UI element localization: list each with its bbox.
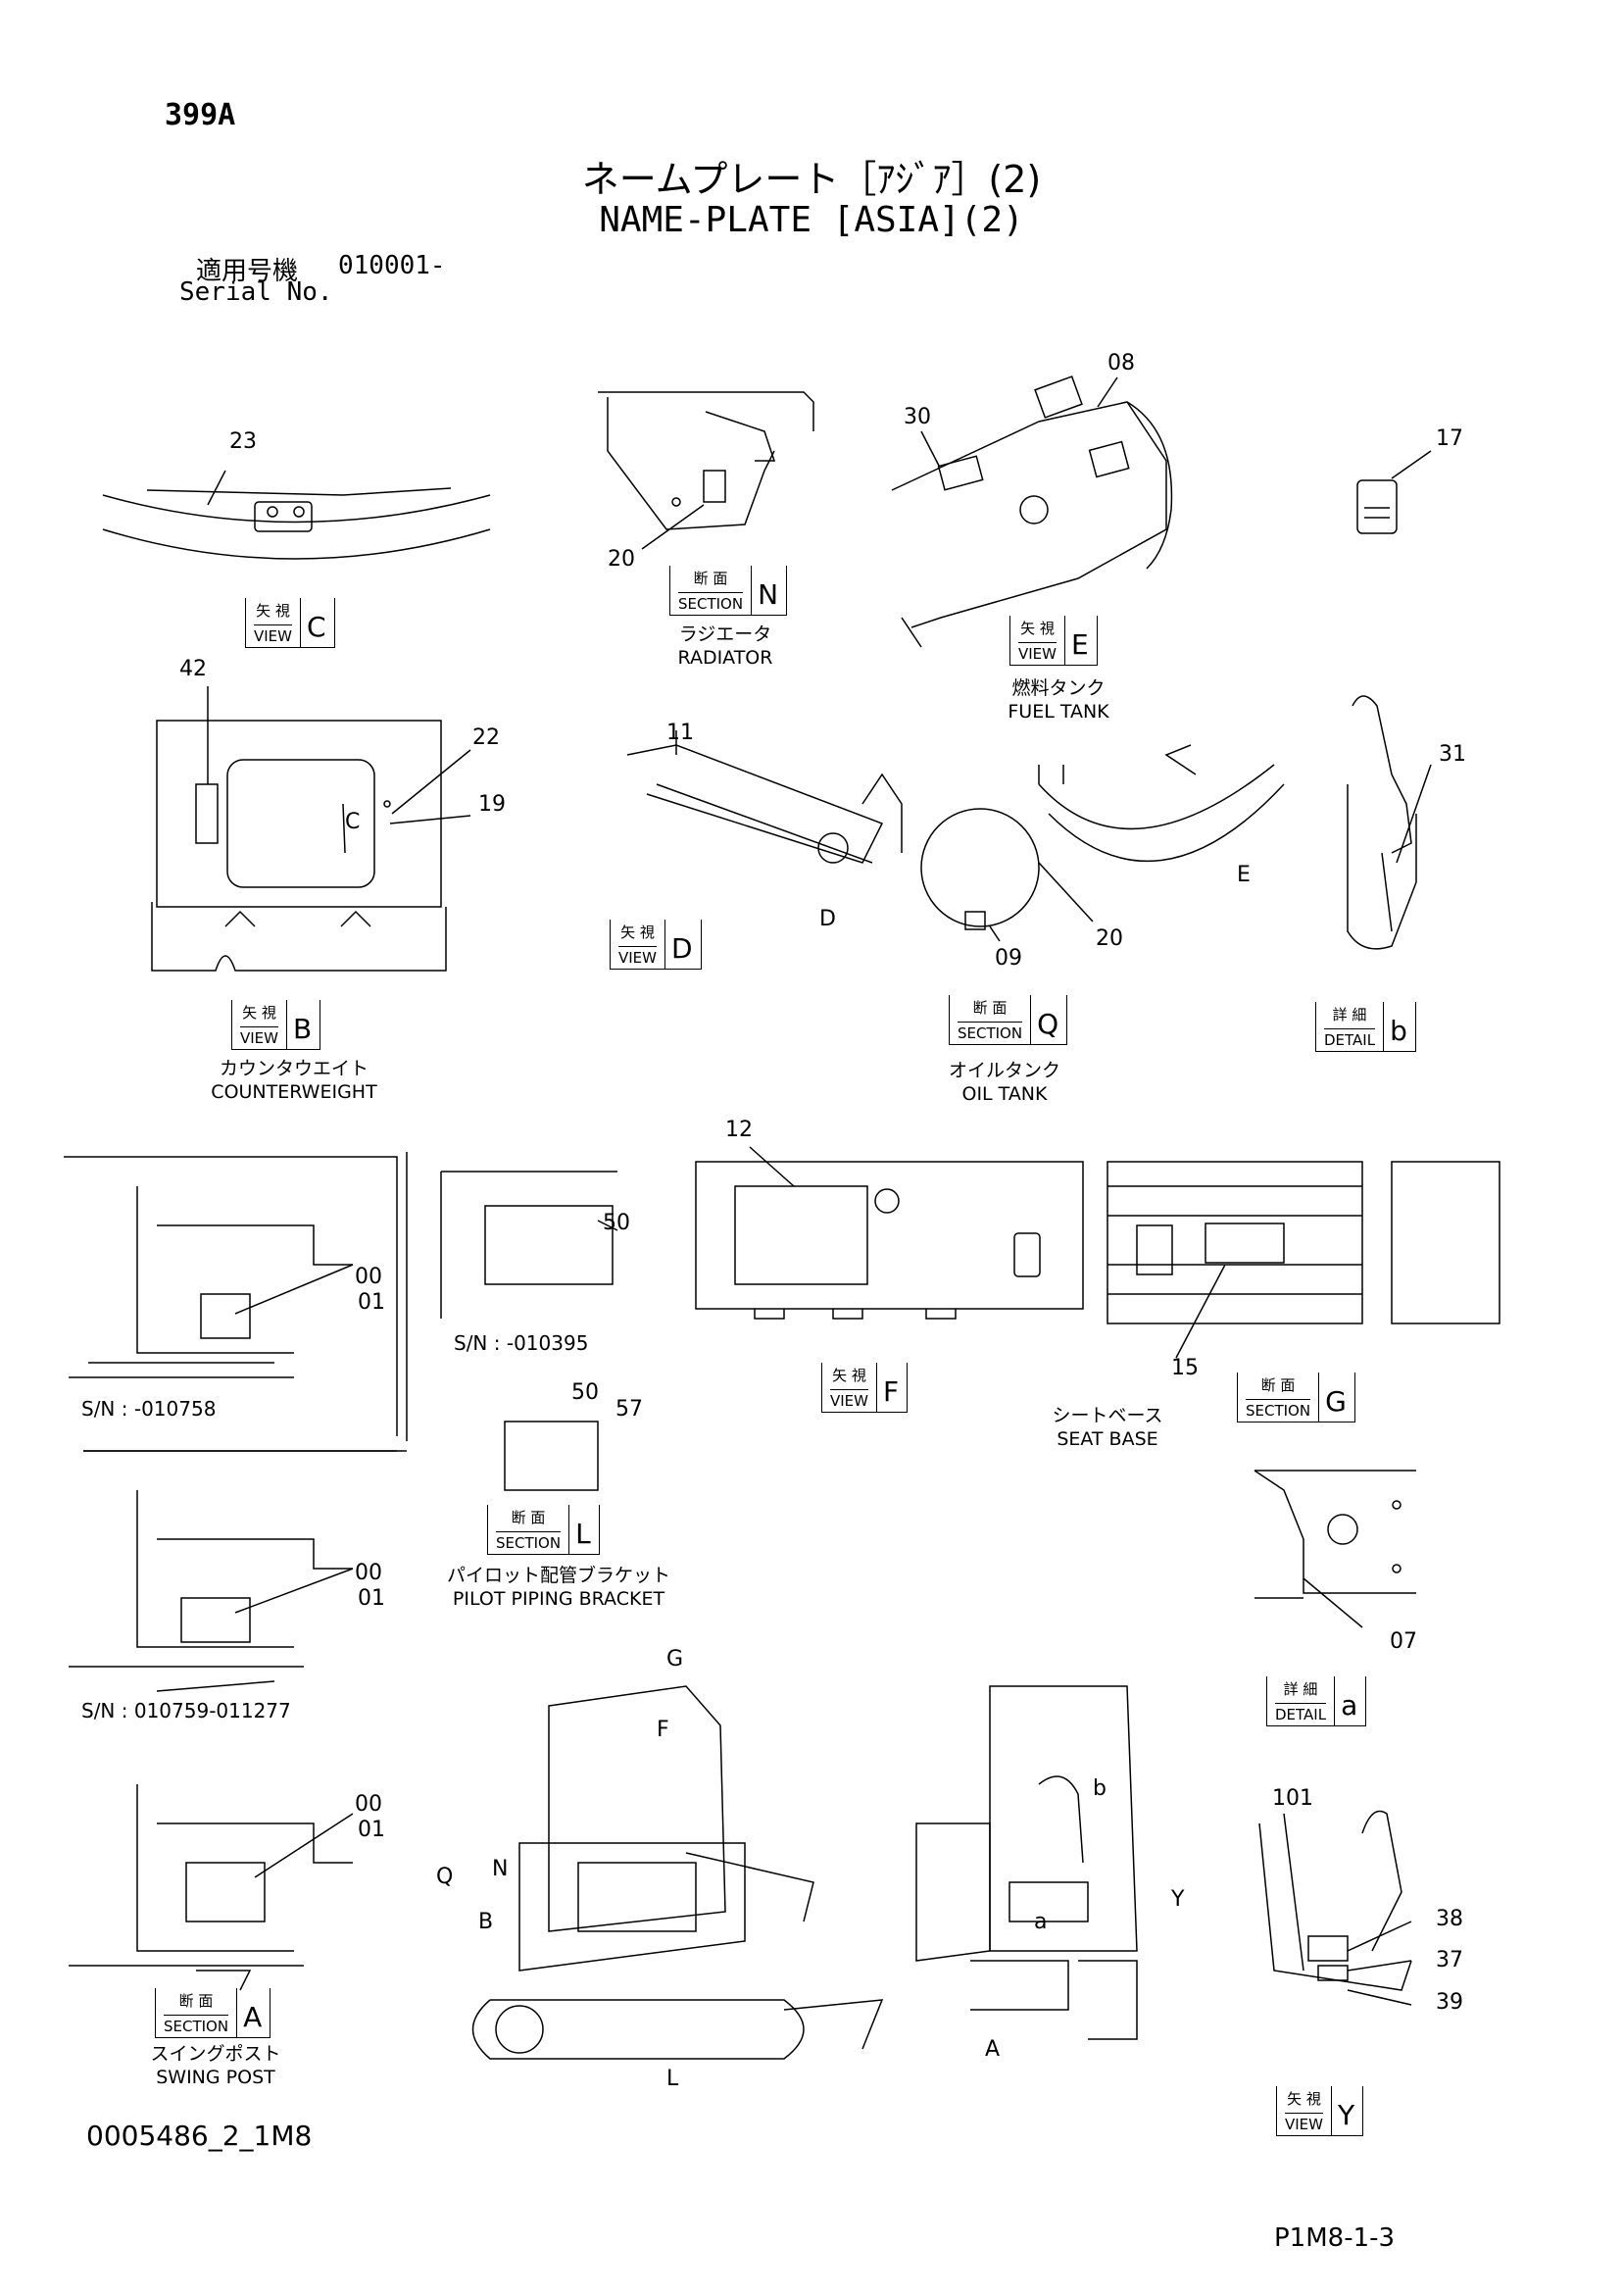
detail-17-drawing: [1357, 451, 1431, 533]
callout-11: 11: [666, 721, 694, 745]
callout-17: 17: [1436, 426, 1463, 451]
callout-50b: 50: [571, 1380, 599, 1405]
detail-b-drawing: [1348, 696, 1431, 949]
callout-07: 07: [1390, 1629, 1417, 1654]
serial-value: 010001-: [338, 251, 446, 280]
serial-label-japanese: 適用号機: [196, 257, 299, 286]
arrow-c: C: [345, 810, 361, 834]
callout-15: 15: [1171, 1356, 1199, 1380]
arrow-b: B: [478, 1910, 494, 1934]
callout-39: 39: [1436, 1990, 1463, 2015]
arrow-a-small: a: [1034, 1910, 1048, 1934]
callout-01b: 01: [358, 1586, 385, 1611]
drawing-code: 0005486_2_1M8: [86, 2120, 313, 2152]
view-f-drawing: [696, 1147, 1083, 1319]
title-japanese: ネームプレート［ｱｼﾞｱ］(2): [581, 158, 1042, 201]
callout-09: 09: [995, 946, 1022, 971]
callout-50: 50: [603, 1211, 630, 1235]
serial-range-1: S/N : -010758: [81, 1397, 217, 1421]
view-y-drawing: [1259, 1812, 1411, 2006]
section-a-drawing: [64, 1157, 397, 1990]
section-n-drawing: [598, 392, 813, 549]
excavator-side-drawing: [473, 1686, 883, 2059]
callout-12: 12: [725, 1118, 753, 1142]
view-d-drawing: [627, 730, 1284, 941]
arrow-f: F: [657, 1718, 669, 1742]
section-g-drawing: [1107, 1162, 1500, 1358]
title-english: NAME-PLATE [ASIA](2): [599, 200, 1024, 240]
callout-37: 37: [1436, 1948, 1463, 1972]
callout-20: 20: [608, 547, 635, 572]
arrow-l: L: [666, 2067, 679, 2091]
callout-42: 42: [179, 657, 207, 681]
callout-38: 38: [1436, 1907, 1463, 1931]
arrow-d: D: [819, 907, 836, 931]
detail-a-drawing: [1254, 1471, 1416, 1627]
callout-20b: 20: [1096, 926, 1123, 951]
callout-01c: 01: [358, 1818, 385, 1842]
bracket-drawing: [441, 1172, 617, 1490]
view-b-drawing: [152, 686, 470, 971]
arrow-a: A: [985, 2037, 1001, 2062]
serial-label-english: Serial No.: [179, 277, 333, 307]
callout-00c: 00: [355, 1792, 382, 1817]
callout-19: 19: [478, 792, 506, 817]
callout-08: 08: [1107, 351, 1135, 375]
arrow-q: Q: [436, 1865, 454, 1889]
callout-01: 01: [358, 1290, 385, 1315]
callout-22: 22: [472, 725, 500, 750]
arrow-e: E: [1237, 863, 1251, 887]
callout-00b: 00: [355, 1561, 382, 1585]
callout-30: 30: [904, 405, 931, 429]
arrow-n: N: [492, 1857, 509, 1881]
page-number: 399A: [165, 98, 236, 132]
callout-57: 57: [615, 1397, 643, 1422]
callout-31: 31: [1439, 742, 1466, 767]
callout-23: 23: [229, 429, 257, 454]
view-c-drawing: [103, 471, 490, 559]
arrow-b-small: b: [1093, 1776, 1107, 1801]
serial-range-3: S/N : 010759-011277: [81, 1699, 291, 1722]
view-e-drawing: [892, 376, 1171, 647]
arrow-y: Y: [1171, 1887, 1185, 1912]
excavator-front-drawing: [916, 1686, 1137, 2039]
arrow-g: G: [666, 1647, 684, 1672]
callout-101: 101: [1272, 1786, 1313, 1811]
callout-00: 00: [355, 1265, 382, 1289]
page-reference: P1M8-1-3: [1274, 2223, 1396, 2253]
serial-range-2: S/N : -010395: [454, 1331, 589, 1355]
